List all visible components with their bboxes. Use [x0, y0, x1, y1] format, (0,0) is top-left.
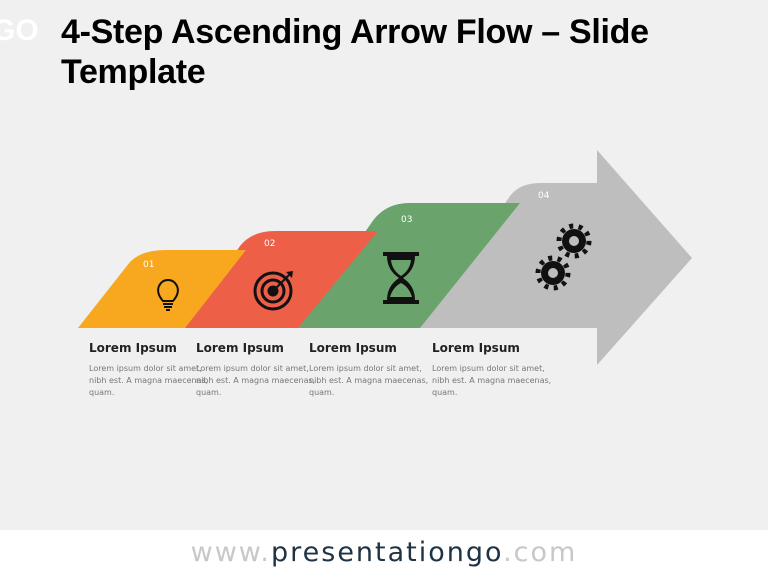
logo: GO [0, 14, 39, 47]
step-4-text: Lorem Ipsum Lorem ipsum dolor sit amet, … [432, 341, 552, 399]
target-icon [253, 271, 293, 311]
gears-icon [535, 223, 592, 291]
footer-url[interactable]: www.presentationgo.com [0, 530, 768, 576]
step-body: Lorem ipsum dolor sit amet, nibh est. A … [432, 364, 552, 397]
hourglass-icon [383, 252, 419, 304]
step-heading: Lorem Ipsum [309, 341, 397, 355]
step-body: Lorem ipsum dolor sit amet, nibh est. A … [89, 364, 209, 397]
step-3-shape [298, 203, 520, 328]
arrow-flow-diagram: 01 02 03 04 [78, 150, 692, 365]
step-2-shape [185, 231, 378, 328]
step-number: 02 [264, 239, 275, 249]
step-body: Lorem ipsum dolor sit amet, nibh est. A … [309, 364, 429, 397]
step-2-text: Lorem Ipsum Lorem ipsum dolor sit amet, … [196, 341, 316, 399]
footer-brand: presentationgo [271, 537, 504, 568]
step-body: Lorem ipsum dolor sit amet, nibh est. A … [196, 364, 316, 397]
footer-prefix: www. [190, 537, 271, 568]
page-title: 4-Step Ascending Arrow Flow – Slide Temp… [61, 13, 649, 91]
step-heading: Lorem Ipsum [432, 341, 520, 355]
step-1-shape [78, 250, 246, 328]
step-4-arrow [420, 150, 692, 365]
step-number: 01 [143, 260, 154, 270]
step-number: 04 [538, 191, 550, 201]
lightbulb-icon [157, 278, 179, 311]
step-heading: Lorem Ipsum [196, 341, 284, 355]
step-heading: Lorem Ipsum [89, 341, 177, 355]
step-3-text: Lorem Ipsum Lorem ipsum dolor sit amet, … [309, 341, 429, 399]
step-1-text: Lorem Ipsum Lorem ipsum dolor sit amet, … [89, 341, 209, 399]
step-number: 03 [401, 215, 412, 225]
footer-suffix: .com [503, 537, 578, 568]
